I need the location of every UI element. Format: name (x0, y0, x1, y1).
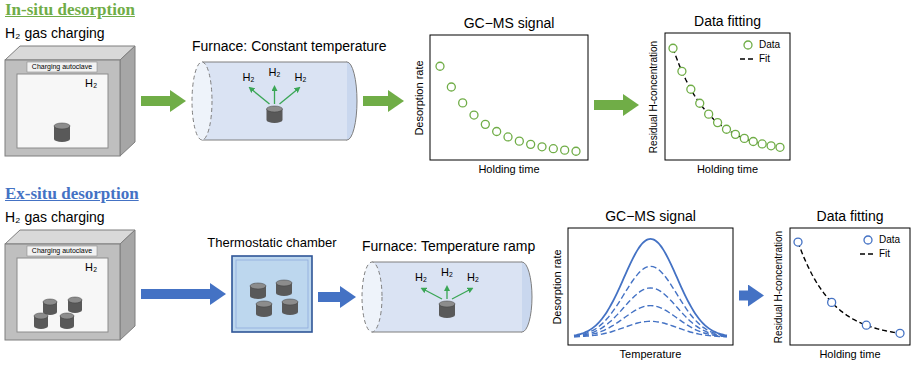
node-text: H₂ (294, 71, 306, 84)
node-text: H₂ (85, 77, 97, 90)
sample-top (43, 299, 57, 305)
node-outline (410, 35, 588, 175)
shape-drawing (568, 228, 733, 345)
shape-drawing (790, 228, 910, 345)
shape-drawing (192, 62, 357, 140)
node-text: H₂ (415, 271, 427, 284)
legend-text: Fit (879, 248, 890, 260)
node-text: Desorption rate (551, 249, 564, 324)
shape-drawing (5, 230, 135, 340)
shape-drawing (5, 46, 135, 156)
node-heading: H₂ gas charging (5, 25, 105, 41)
sample-top (250, 283, 266, 289)
flow-arrow (739, 291, 748, 301)
node-text: Desorption rate (413, 60, 426, 135)
section-heading: In-situ desorption (5, 0, 135, 20)
node-heading: H₂ gas charging (5, 209, 105, 225)
thermostatic-chamber: Thermostatic chamber (232, 256, 312, 332)
node-heading: Furnace: Constant temperature (192, 38, 387, 54)
node-heading: GC−MS signal (464, 15, 555, 31)
node-heading: Thermostatic chamber (207, 236, 336, 251)
flow-arrow (141, 96, 170, 106)
sample-top (439, 301, 455, 307)
sample-top (276, 280, 292, 286)
legend-swatch (740, 54, 756, 64)
node-heading: GC−MS signal (605, 208, 696, 224)
shape-drawing (232, 256, 312, 332)
node-text: H₂ (242, 71, 254, 84)
node-text: H₂ (268, 66, 280, 79)
node-outline (548, 228, 733, 363)
node-heading: Data fitting (694, 13, 761, 29)
legend-text: Data (879, 234, 900, 246)
node-text: H₂ (467, 271, 479, 284)
node-heading: Data fitting (817, 208, 884, 224)
shape-drawing (362, 262, 532, 332)
fitting-chart: Data fittingResidual H-concentrationHold… (770, 228, 910, 363)
flow-arrow (141, 289, 210, 299)
sample-top (267, 106, 283, 112)
node-text: Residual H-concentration (773, 230, 785, 342)
sample-top (54, 123, 70, 129)
legend-text: Data (759, 39, 780, 51)
node-text: H₂ (85, 261, 97, 274)
flow-arrow (363, 96, 388, 106)
node-text: H₂ (441, 266, 453, 279)
sample-top (68, 297, 82, 303)
signal-chart: GC−MS signalDesorption rateHolding time (410, 35, 588, 175)
legend-swatch (740, 40, 756, 50)
sample-top (60, 313, 74, 319)
node-text: Charging autoclave (32, 247, 92, 255)
node-text: Temperature (620, 348, 682, 361)
shape-drawing (430, 35, 588, 160)
node-outline (232, 256, 312, 332)
node-heading: Furnace: Temperature ramp (362, 238, 535, 254)
section-heading: Ex-situ desorption (5, 184, 139, 204)
signal-chart: GC−MS signalDesorption rateTemperature (548, 228, 733, 363)
flow-arrow (318, 292, 340, 302)
node-text: Holding time (478, 163, 539, 176)
sample-top (282, 299, 298, 305)
autoclave-box: H₂ gas chargingCharging autoclaveH₂ (5, 230, 135, 340)
autoclave-box: H₂ gas chargingCharging autoclaveH₂ (5, 46, 135, 156)
node-text: Holding time (697, 163, 758, 176)
fitting-chart: Data fittingResidual H-concentrationHold… (645, 33, 790, 175)
furnace-tube: Furnace: Temperature rampH₂H₂H₂ (362, 262, 532, 332)
shape-drawing (665, 33, 790, 160)
sample-top (256, 301, 272, 307)
legend-text: Fit (759, 53, 770, 65)
node-text: Residual H-concentration (648, 40, 660, 152)
sample-top (34, 313, 48, 319)
flow-arrow (594, 100, 623, 110)
node-text: Holding time (819, 348, 880, 361)
legend-swatch (860, 235, 876, 245)
node-text: Charging autoclave (32, 63, 92, 71)
furnace-tube: Furnace: Constant temperatureH₂H₂H₂ (192, 62, 357, 140)
legend-swatch (860, 249, 876, 259)
